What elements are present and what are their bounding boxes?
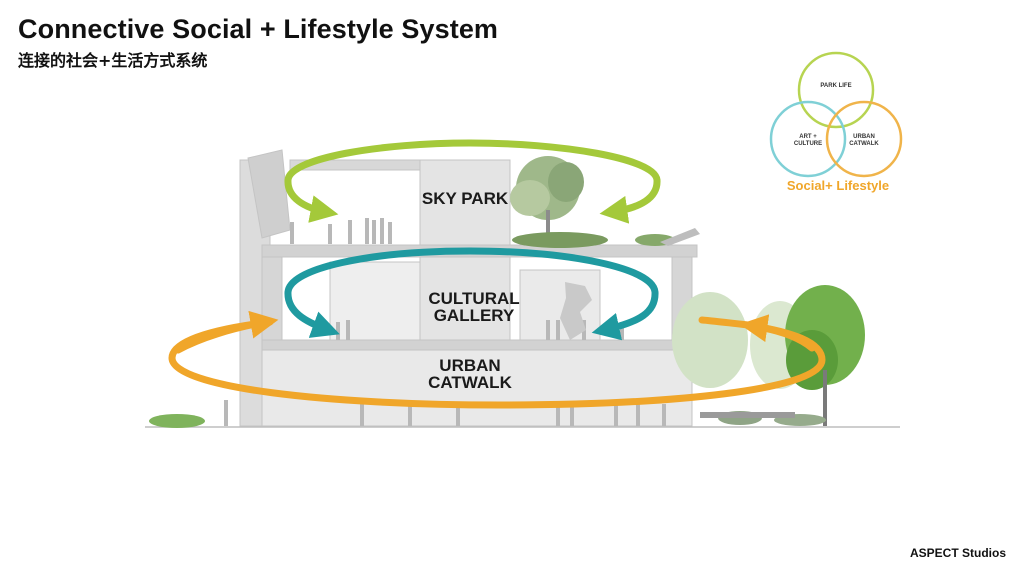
street-trees [672,285,865,426]
venn-label-urban: URBAN [853,134,875,140]
zone-label-catwalk: CATWALK [428,373,512,392]
gallery-slab [261,339,693,351]
venn-circle-urban-catwalk [825,100,903,178]
sky-park-loop-arc-left [284,139,474,223]
zone-label-urban: URBAN [439,356,500,375]
gallery-loop-arc-right [466,247,659,341]
zone-label-cultural: CULTURAL [428,289,519,308]
sky-park-loop-arc-right [466,139,661,224]
gallery-loop-arc-left [284,247,474,338]
sculpture [560,282,592,340]
venn-circle-art-culture [769,100,847,178]
credit-logo: ASPECT Studios [909,546,1006,560]
venn-caption: Social+ Lifestyle [787,178,889,193]
left-bush [149,414,205,428]
sky-park-loop [284,139,661,224]
venn-label-catwalk: CATWALK [849,141,879,147]
gallery-loop [284,247,659,341]
venn-label-culture: CULTURE [794,141,822,147]
catwalk-loop [168,310,826,409]
page-subtitle: 连接的社会+生活方式系统 [18,51,208,70]
venn-label-park-life: PARK LIFE [820,83,851,89]
catwalk-loop-tail-right [739,314,816,352]
venn-label-art: ART + [799,134,817,140]
ground-retail [261,349,693,427]
catwalk-loop-arc-bottom [168,318,826,409]
venn-circle-park-life [797,51,875,129]
gallery-inner [329,261,421,341]
venn-diagram [769,51,903,178]
roof-garden [510,156,700,248]
page-title: Connective Social + Lifestyle System [18,14,499,44]
zone-label-sky-park: SKY PARK [422,189,509,208]
gallery-wall-left [261,256,283,341]
zone-label-gallery: GALLERY [434,306,515,325]
upper-frame [289,159,421,171]
catwalk-loop-tail-left [174,310,279,354]
